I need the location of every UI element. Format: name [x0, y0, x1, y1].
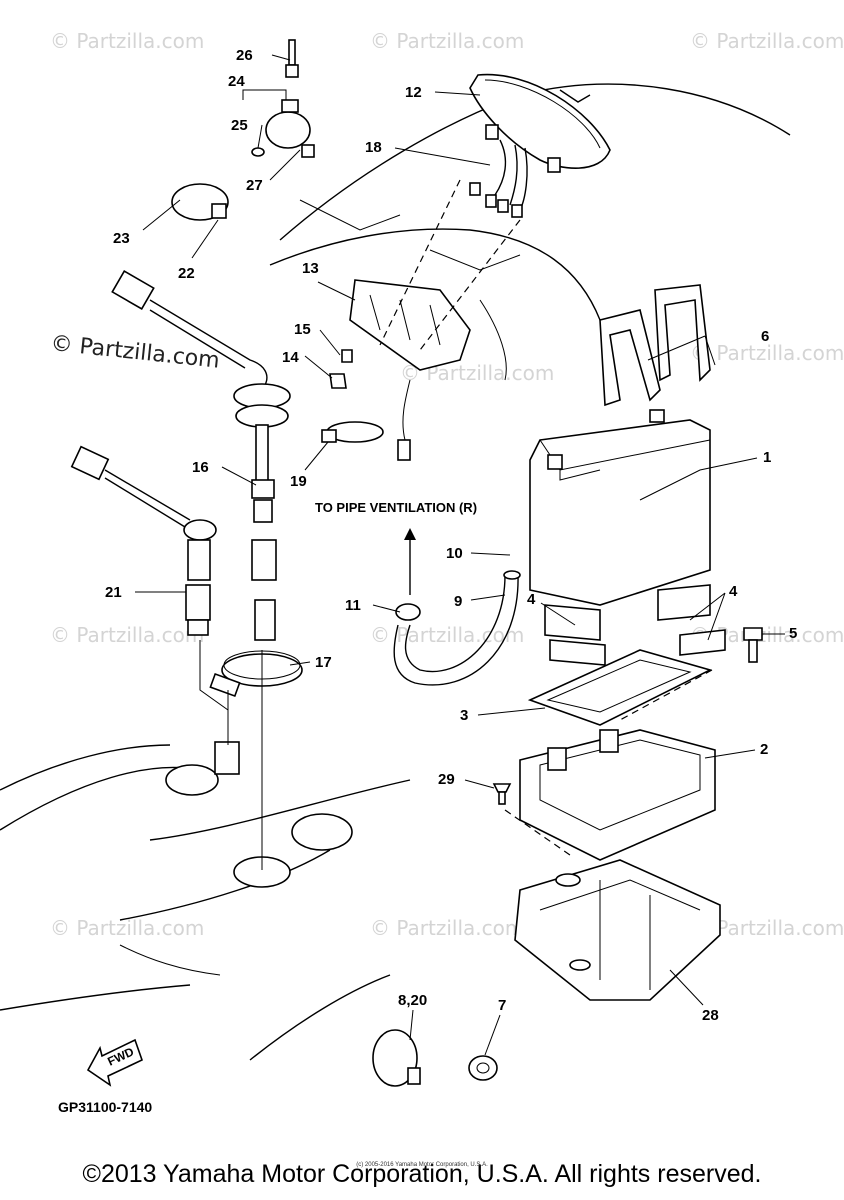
callout-28: 28	[702, 1007, 719, 1024]
callout-2: 2	[760, 741, 768, 758]
battery-box	[519, 729, 716, 861]
leader-lines	[135, 54, 785, 1056]
callout-22: 22	[178, 265, 195, 282]
clamps	[171, 39, 384, 443]
callout-9: 9	[454, 593, 462, 610]
watermark: © Partzilla.com	[690, 341, 844, 365]
watermark: © Partzilla.com	[50, 29, 204, 53]
callout-18: 18	[365, 139, 382, 156]
callout-21: 21	[105, 584, 122, 601]
callout-7: 7	[498, 997, 506, 1014]
callout-4a: 4	[527, 591, 536, 608]
callout-29: 29	[438, 771, 455, 788]
guide-lines	[199, 179, 521, 870]
small-print: (c) 2005-2016 Yamaha Motor Corporation, …	[356, 1162, 488, 1168]
watermark: © Partzilla.com	[50, 916, 204, 940]
vent-note: TO PIPE VENTILATION (R)	[315, 500, 477, 515]
diagram-canvas: © Partzilla.com © Partzilla.com © Partzi…	[0, 29, 844, 1115]
meter-unit	[469, 73, 611, 218]
callout-5: 5	[789, 625, 797, 642]
cover	[329, 279, 471, 461]
bracket	[514, 859, 721, 1001]
watermark: © Partzilla.com	[50, 623, 204, 647]
fwd-arrow: FWD	[86, 1038, 143, 1087]
callout-17: 17	[315, 654, 332, 671]
hose	[393, 528, 521, 686]
watermark: © Partzilla.com	[370, 916, 524, 940]
callout-4b: 4	[729, 583, 738, 600]
battery	[529, 284, 711, 606]
callout-14: 14	[282, 349, 299, 366]
callout-25: 25	[231, 117, 248, 134]
callout-24: 24	[228, 73, 245, 90]
diagram-code: GP31100-7140	[58, 1099, 152, 1115]
callout-19: 19	[290, 473, 307, 490]
callout-8-20: 8,20	[398, 992, 427, 1009]
callout-6: 6	[761, 328, 769, 345]
callout-12: 12	[405, 84, 422, 101]
copyright-notice: ©2013 Yamaha Motor Corporation, U.S.A. A…	[82, 1160, 762, 1188]
callout-10: 10	[446, 545, 463, 562]
callout-13: 13	[302, 260, 319, 277]
sender-wires	[70, 270, 291, 641]
callouts: 26 24 25 27 12 18 23 22 13 15 14 6 16 19…	[58, 47, 797, 1115]
bottom-parts	[372, 1029, 498, 1087]
gasket	[527, 649, 713, 726]
watermark: © Partzilla.com	[370, 29, 524, 53]
callout-11: 11	[345, 597, 361, 614]
callout-27: 27	[246, 177, 263, 194]
hull-outline	[0, 83, 791, 1061]
callout-23: 23	[113, 230, 130, 247]
pads	[544, 584, 726, 666]
fasteners	[492, 627, 763, 856]
callout-16: 16	[192, 459, 209, 476]
band-clamp	[209, 650, 303, 698]
callout-1: 1	[763, 449, 771, 466]
callout-26: 26	[236, 47, 253, 64]
callout-3: 3	[460, 707, 468, 724]
watermark: © Partzilla.com	[690, 29, 844, 53]
callout-15: 15	[294, 321, 311, 338]
